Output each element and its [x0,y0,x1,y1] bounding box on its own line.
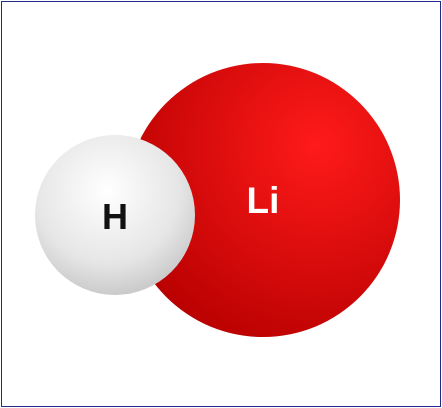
lithium-label: Li [247,180,280,221]
hydrogen-label: H [102,196,128,237]
lithium-atom [126,63,400,337]
hydrogen-atom [35,135,195,295]
